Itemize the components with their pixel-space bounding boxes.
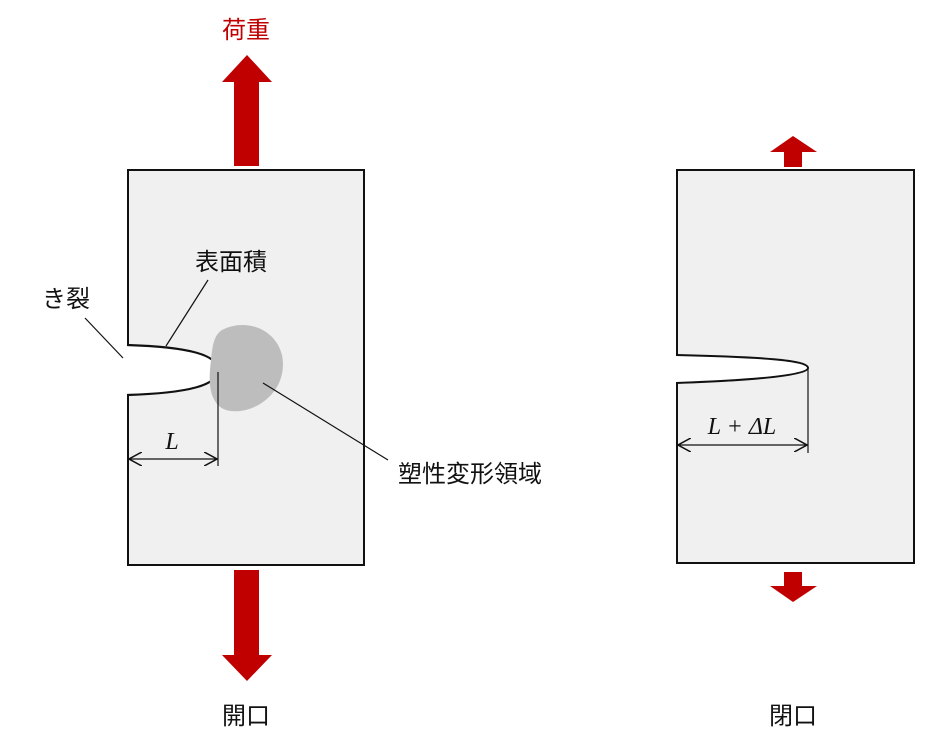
small-arrow-down xyxy=(770,572,817,602)
crack-label: き裂 xyxy=(42,285,90,313)
plastic-label: 塑性変形領域 xyxy=(398,460,542,488)
crack-outline xyxy=(675,354,810,384)
length-label: L + ΔL xyxy=(707,414,777,440)
surface-label: 表面積 xyxy=(195,248,267,276)
load-arrow-up xyxy=(222,55,272,166)
small-arrow-up xyxy=(770,136,817,167)
plastic-leader xyxy=(262,382,389,461)
open-label: 開口 xyxy=(222,702,270,730)
crack xyxy=(127,345,218,395)
open-specimen: 荷重 き裂 表面積 塑性変形領域 L 開口 xyxy=(42,16,542,730)
closed-specimen: L + ΔL 閉口 xyxy=(675,136,915,730)
length-label: L xyxy=(164,429,178,455)
crack-leader xyxy=(84,317,124,359)
load-label: 荷重 xyxy=(222,16,270,44)
crack xyxy=(676,355,808,383)
plastic-zone xyxy=(209,324,283,412)
load-arrow-down xyxy=(222,570,272,681)
surface-leader xyxy=(165,279,209,347)
closed-label: 閉口 xyxy=(769,702,817,730)
